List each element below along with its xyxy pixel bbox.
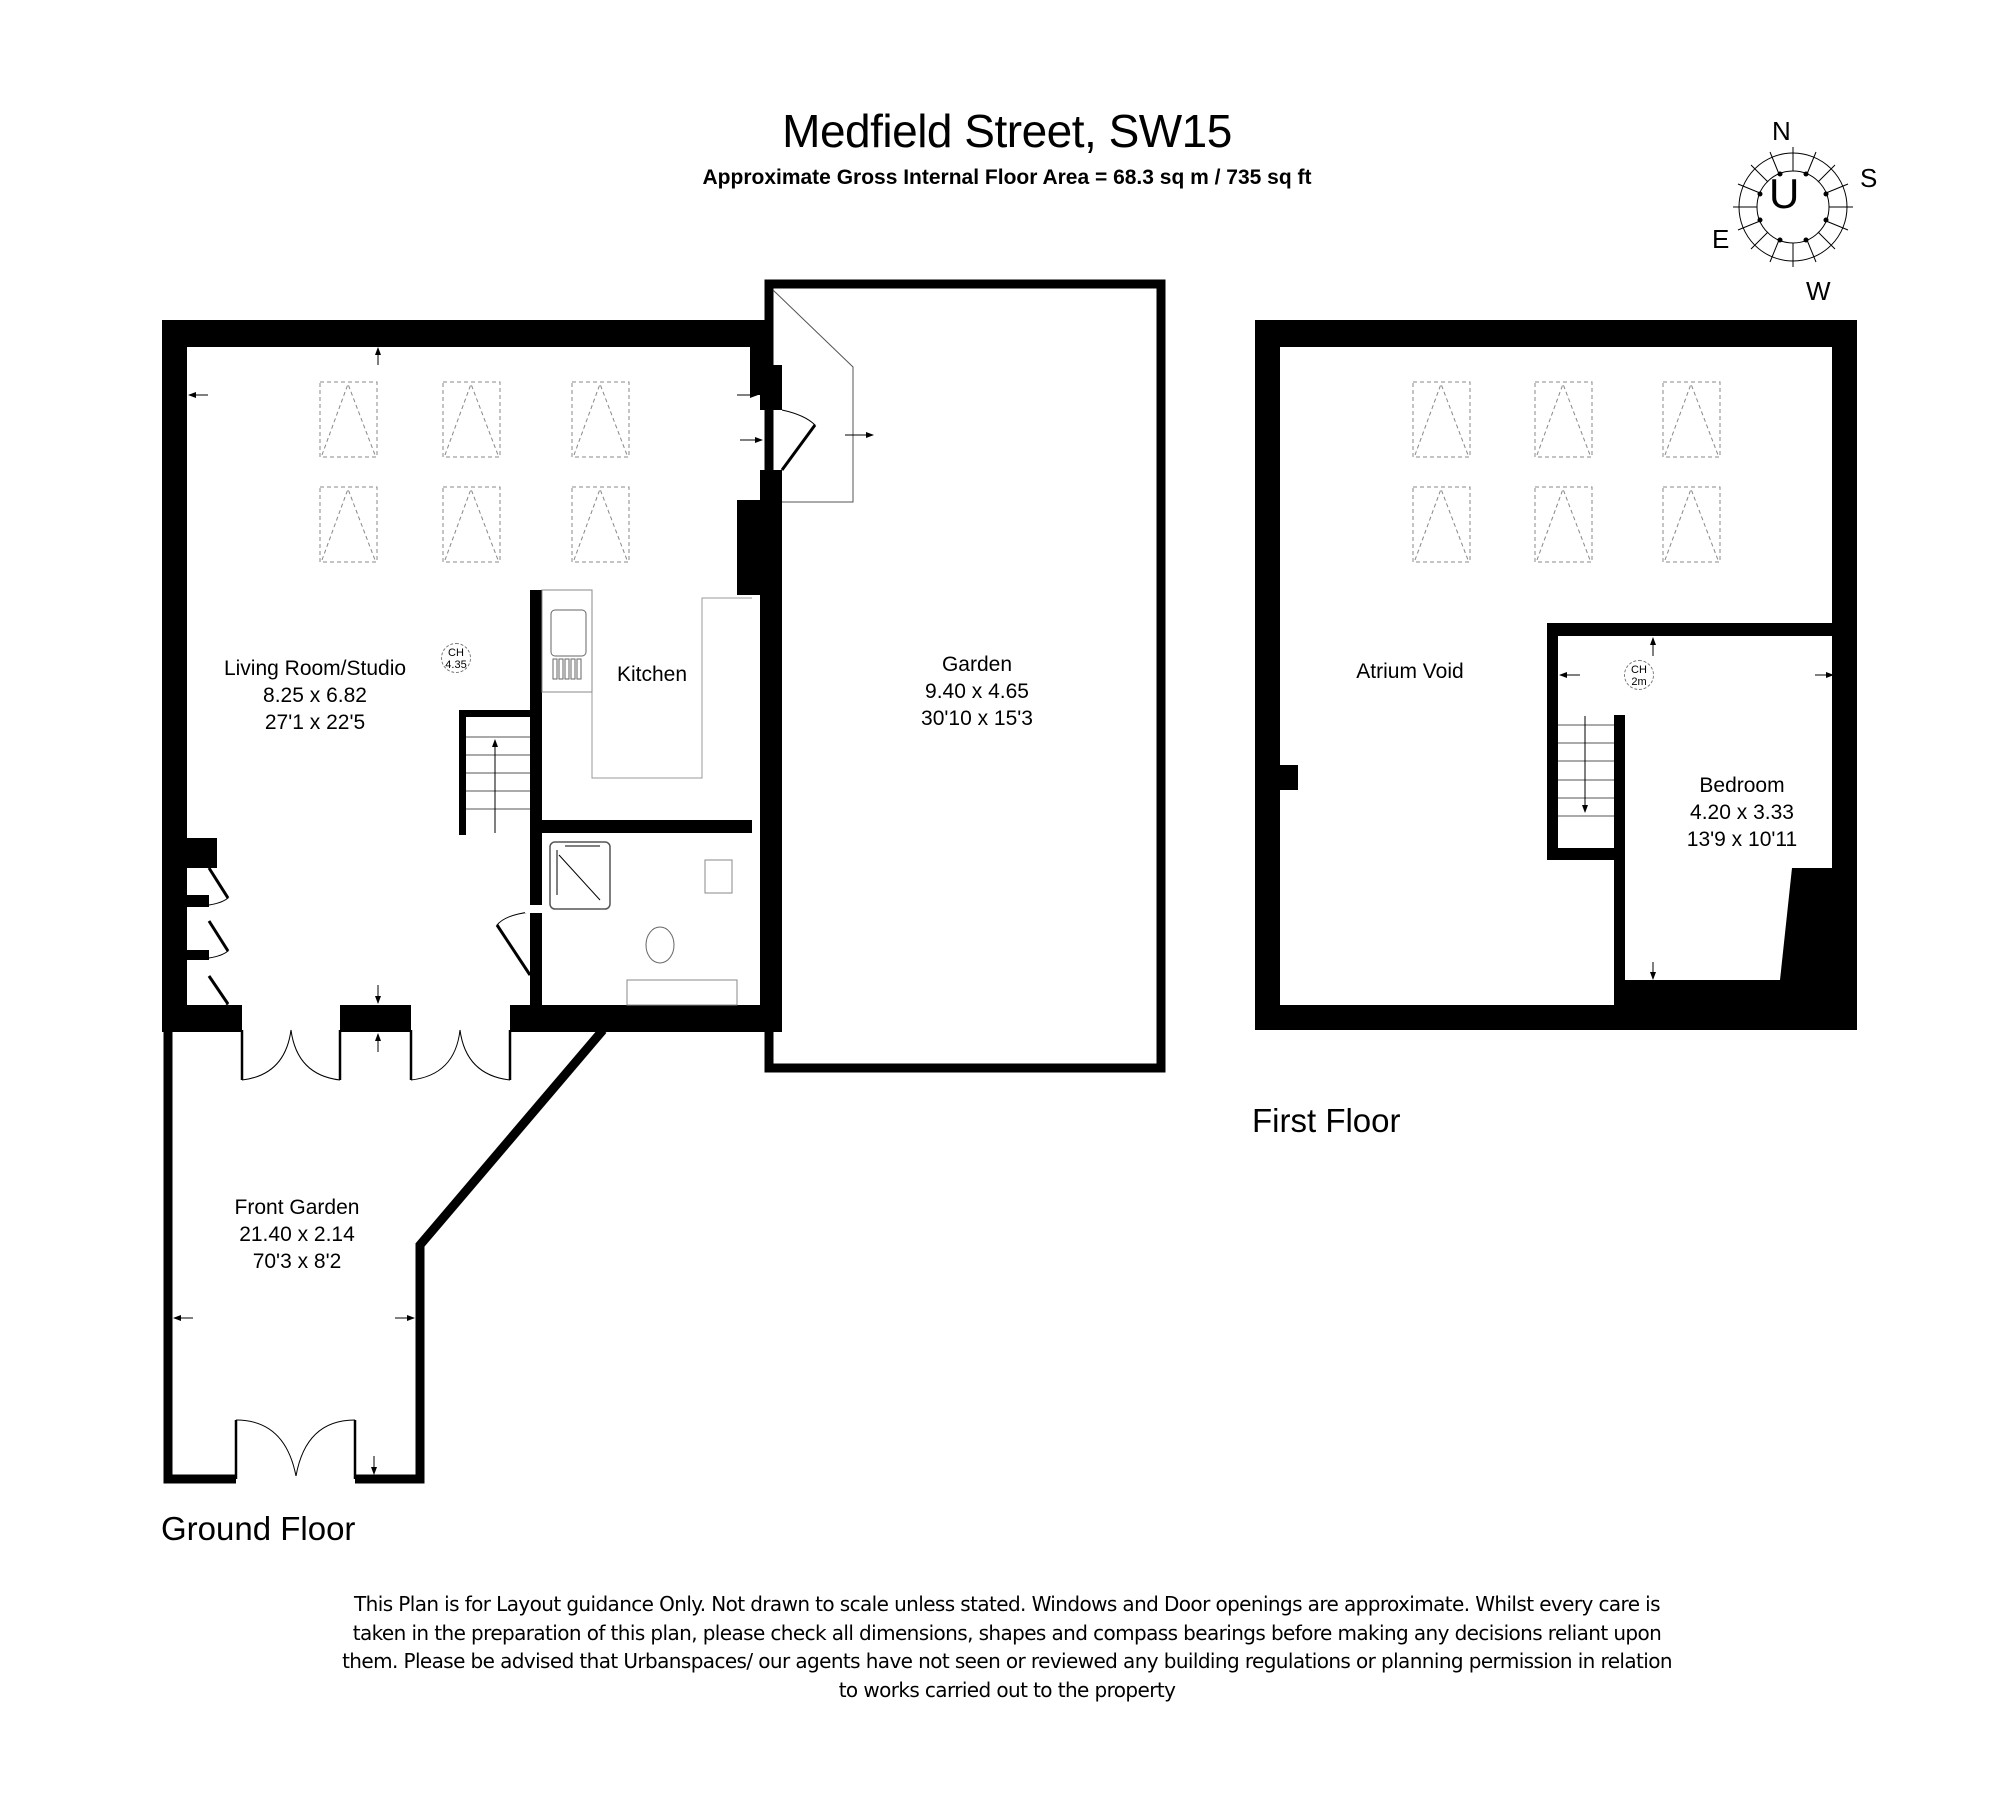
room-name: Front Garden: [234, 1196, 360, 1219]
room-name: Garden: [941, 653, 1013, 676]
room-metric-size: 21.40 x 2.14: [239, 1223, 355, 1246]
room-name: Kitchen: [616, 663, 688, 686]
room-garden: Garden 9.40 x 4.65 30'10 x 15'3: [921, 651, 1033, 732]
room-name: Bedroom: [1699, 774, 1785, 797]
compass-north: N: [1772, 116, 1791, 146]
room-imperial-size: 30'10 x 15'3: [921, 707, 1033, 730]
compass-center-letter: U: [1769, 170, 1800, 217]
ceiling-height-marker: CH 2m: [1624, 660, 1654, 690]
compass-rose-icon: [1733, 147, 1853, 267]
first-floor-plan: [1255, 320, 1857, 1030]
ceiling-height-marker: CH 4.35: [441, 643, 471, 673]
compass-east: E: [1712, 224, 1730, 254]
room-imperial-size: 13'9 x 10'11: [1686, 828, 1798, 851]
room-living-studio: Living Room/Studio 8.25 x 6.82 27'1 x 22…: [224, 655, 406, 736]
room-name: Atrium Void: [1356, 660, 1464, 683]
room-bedroom: Bedroom 4.20 x 3.33 13'9 x 10'11: [1687, 772, 1797, 853]
first-floor-label: First Floor: [1252, 1102, 1401, 1139]
room-name: Living Room/Studio: [223, 657, 407, 680]
room-metric-size: 8.25 x 6.82: [263, 684, 367, 707]
ground-floor-label: Ground Floor: [161, 1510, 356, 1547]
compass-west: W: [1806, 276, 1831, 306]
room-imperial-size: 27'1 x 22'5: [264, 711, 366, 734]
ground-floor-plan: [162, 279, 1166, 1484]
plan-title: Medfield Street, SW15: [782, 105, 1232, 157]
room-atrium-void: Atrium Void: [1356, 658, 1463, 685]
compass-south: S: [1860, 163, 1878, 193]
room-imperial-size: 70'3 x 8'2: [252, 1250, 342, 1273]
room-front-garden: Front Garden 21.40 x 2.14 70'3 x 8'2: [235, 1194, 360, 1275]
floor-area-summary: Approximate Gross Internal Floor Area = …: [702, 166, 1312, 189]
disclaimer-text: This Plan is for Layout guidance Only. N…: [342, 1592, 1672, 1702]
room-metric-size: 9.40 x 4.65: [925, 680, 1029, 703]
room-kitchen: Kitchen: [617, 661, 687, 688]
room-metric-size: 4.20 x 3.33: [1690, 801, 1794, 824]
